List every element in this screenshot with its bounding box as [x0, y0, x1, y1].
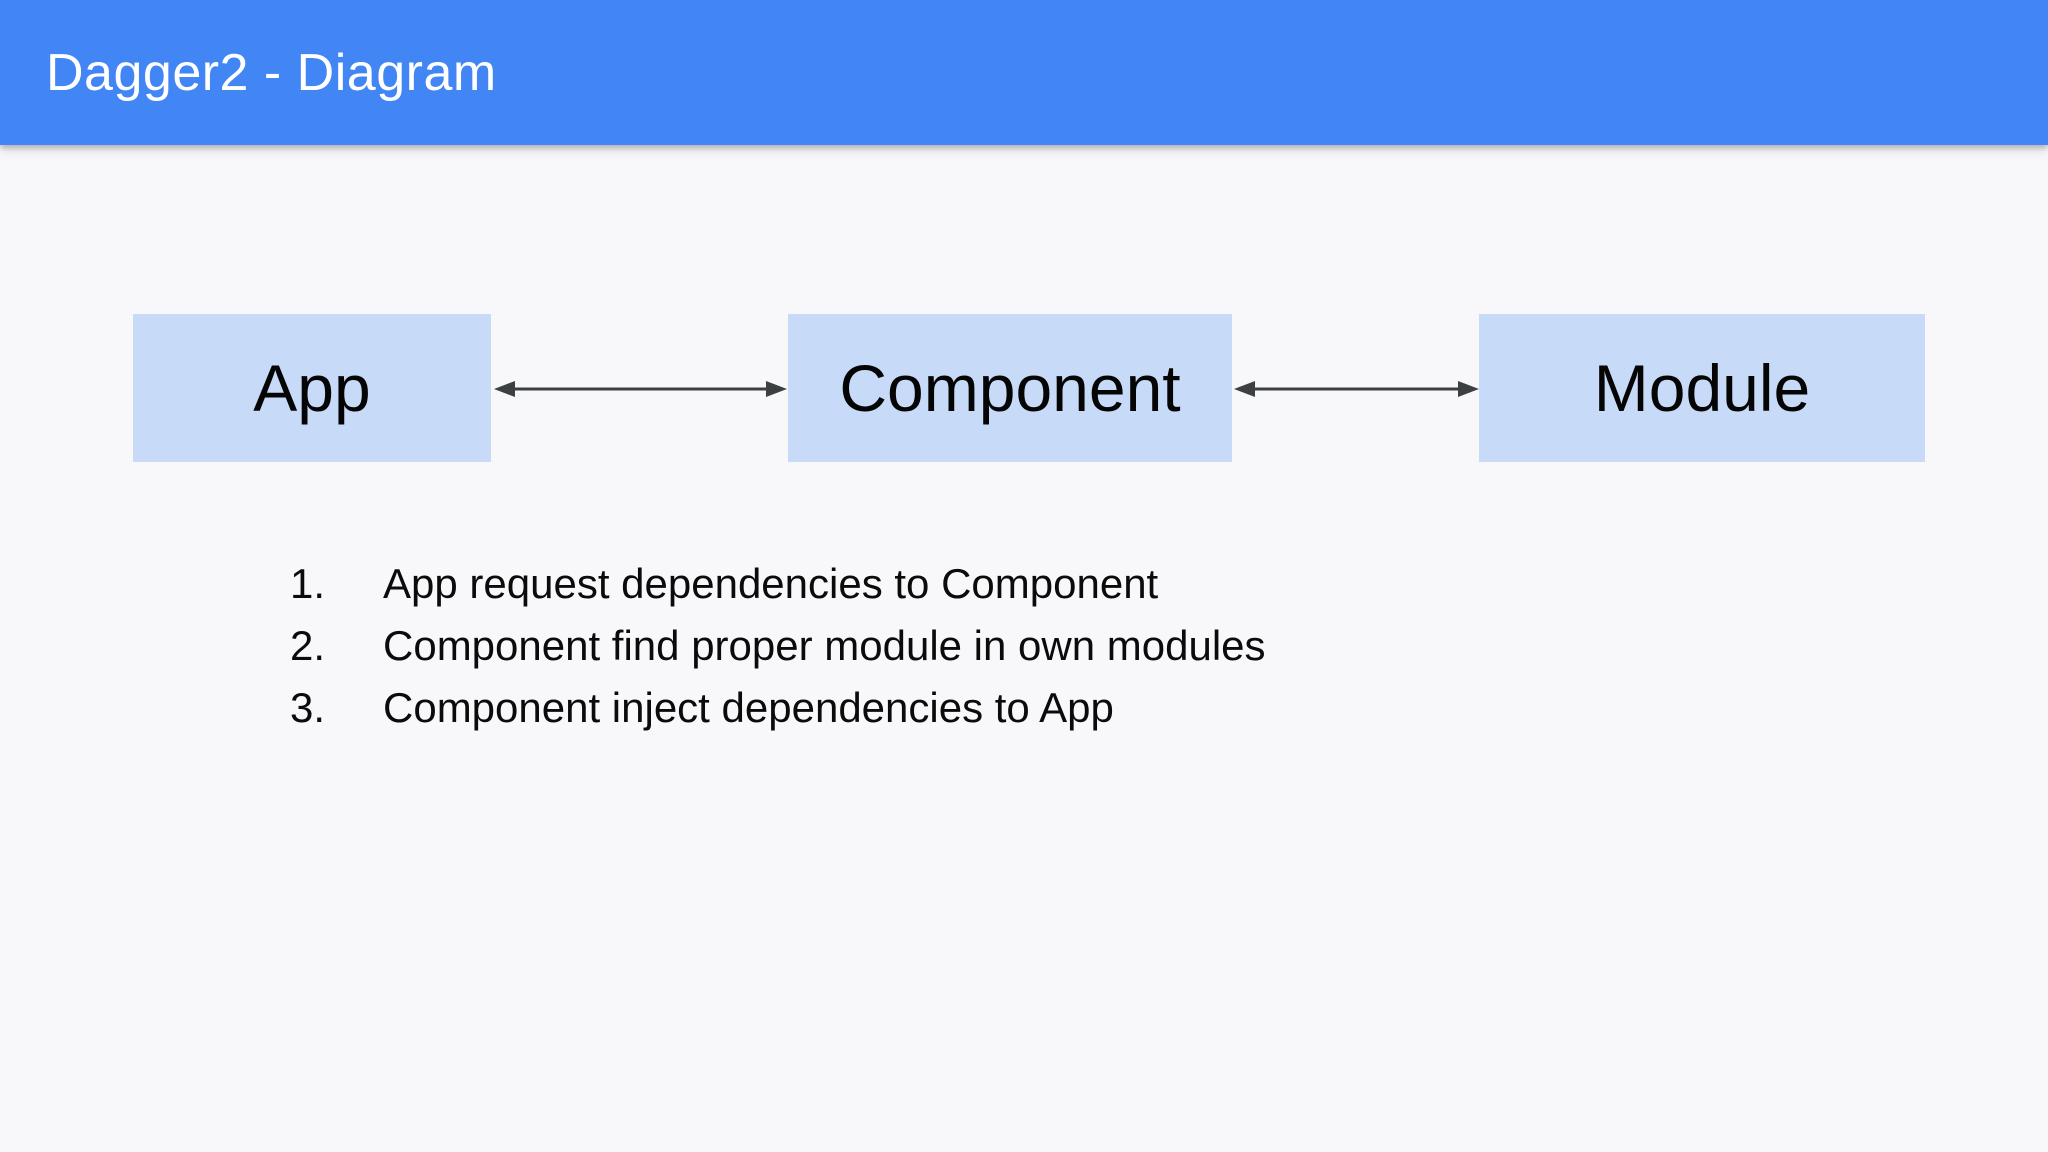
diagram-node-module: Module [1479, 314, 1925, 462]
diagram-node-component: Component [788, 314, 1232, 462]
step-text: Component find proper module in own modu… [383, 622, 1266, 669]
app-bar: Dagger2 - Diagram [0, 0, 2048, 145]
component-module-double-arrow-icon [1234, 376, 1479, 402]
step-number: 3. [290, 684, 326, 731]
app-component-double-arrow-icon [494, 376, 787, 402]
list-item: 3. Component inject dependencies to App [290, 677, 1266, 739]
step-number: 1. [290, 560, 326, 607]
step-text: App request dependencies to Component [383, 560, 1159, 607]
list-item: 1. App request dependencies to Component [290, 553, 1266, 615]
steps-list: 1. App request dependencies to Component… [290, 553, 1266, 739]
arrow-head-left [1234, 381, 1255, 397]
step-number: 2. [290, 622, 326, 669]
list-item: 2. Component find proper module in own m… [290, 615, 1266, 677]
step-text: Component inject dependencies to App [383, 684, 1114, 731]
arrow-head-left [494, 381, 515, 397]
diagram-node-app: App [133, 314, 491, 462]
arrow-head-right [766, 381, 787, 397]
page-title: Dagger2 - Diagram [46, 43, 497, 102]
arrow-head-right [1458, 381, 1479, 397]
